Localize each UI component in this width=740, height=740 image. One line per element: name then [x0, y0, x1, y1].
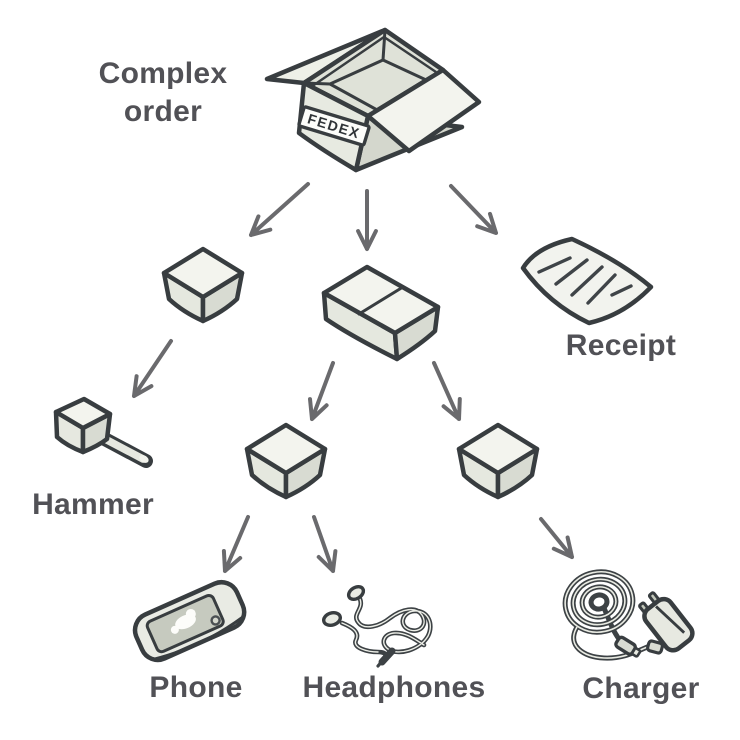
headphones-icon: [322, 584, 433, 668]
parcel-flat-icon: [321, 264, 441, 362]
box-inner-rim: [310, 35, 437, 88]
receipt-icon: [520, 236, 654, 326]
arrow-fedex-box-to-parcel-flat: [356, 189, 378, 251]
charger-adapter: [638, 591, 695, 653]
parcel-right-icon: [459, 425, 537, 497]
label-phone: Phone: [149, 671, 243, 704]
earbud-left: [346, 584, 366, 602]
arrow-fedex-box-to-parcel-small: [249, 182, 310, 237]
hammer-icon: [53, 396, 153, 468]
label-hammer: Hammer: [32, 488, 154, 521]
arrow-fedex-box-to-receipt: [449, 184, 498, 235]
phone-screen-logo: [170, 608, 196, 634]
arrows: [132, 182, 574, 573]
arrow-parcel-flat-to-parcel-right: [432, 361, 462, 421]
arrow-parcel-left-to-phone: [221, 515, 250, 573]
fedex-box-icon: FEDEX: [264, 27, 482, 173]
label-complex-order-line2: order: [123, 95, 203, 128]
parcel-small-icon: [164, 249, 242, 321]
box-right-flap: [365, 67, 482, 154]
arrow-parcel-small-to-hammer: [132, 339, 173, 398]
receipt-lines: [537, 256, 633, 305]
arrow-parcel-left-to-headphones: [312, 515, 338, 573]
label-charger: Charger: [582, 672, 700, 705]
label-complex-order-line1: Complex: [98, 57, 228, 90]
arrow-parcel-flat-to-parcel-left: [308, 361, 335, 421]
charger-cable-collar: [646, 639, 664, 655]
phone-home-button: [210, 615, 221, 626]
charger-icon: [562, 569, 695, 661]
phone-icon: [132, 579, 247, 663]
earbud-right: [322, 611, 342, 627]
label-receipt: Receipt: [565, 329, 677, 362]
label-headphones: Headphones: [302, 671, 486, 704]
arrow-parcel-right-to-charger: [539, 517, 574, 559]
flat-box-seam: [357, 285, 405, 316]
charger-coil-highlight: [564, 571, 656, 659]
parcel-left-icon: [247, 425, 325, 497]
label-complex-order: Complex order: [99, 55, 228, 131]
charger-connector: [614, 635, 642, 658]
